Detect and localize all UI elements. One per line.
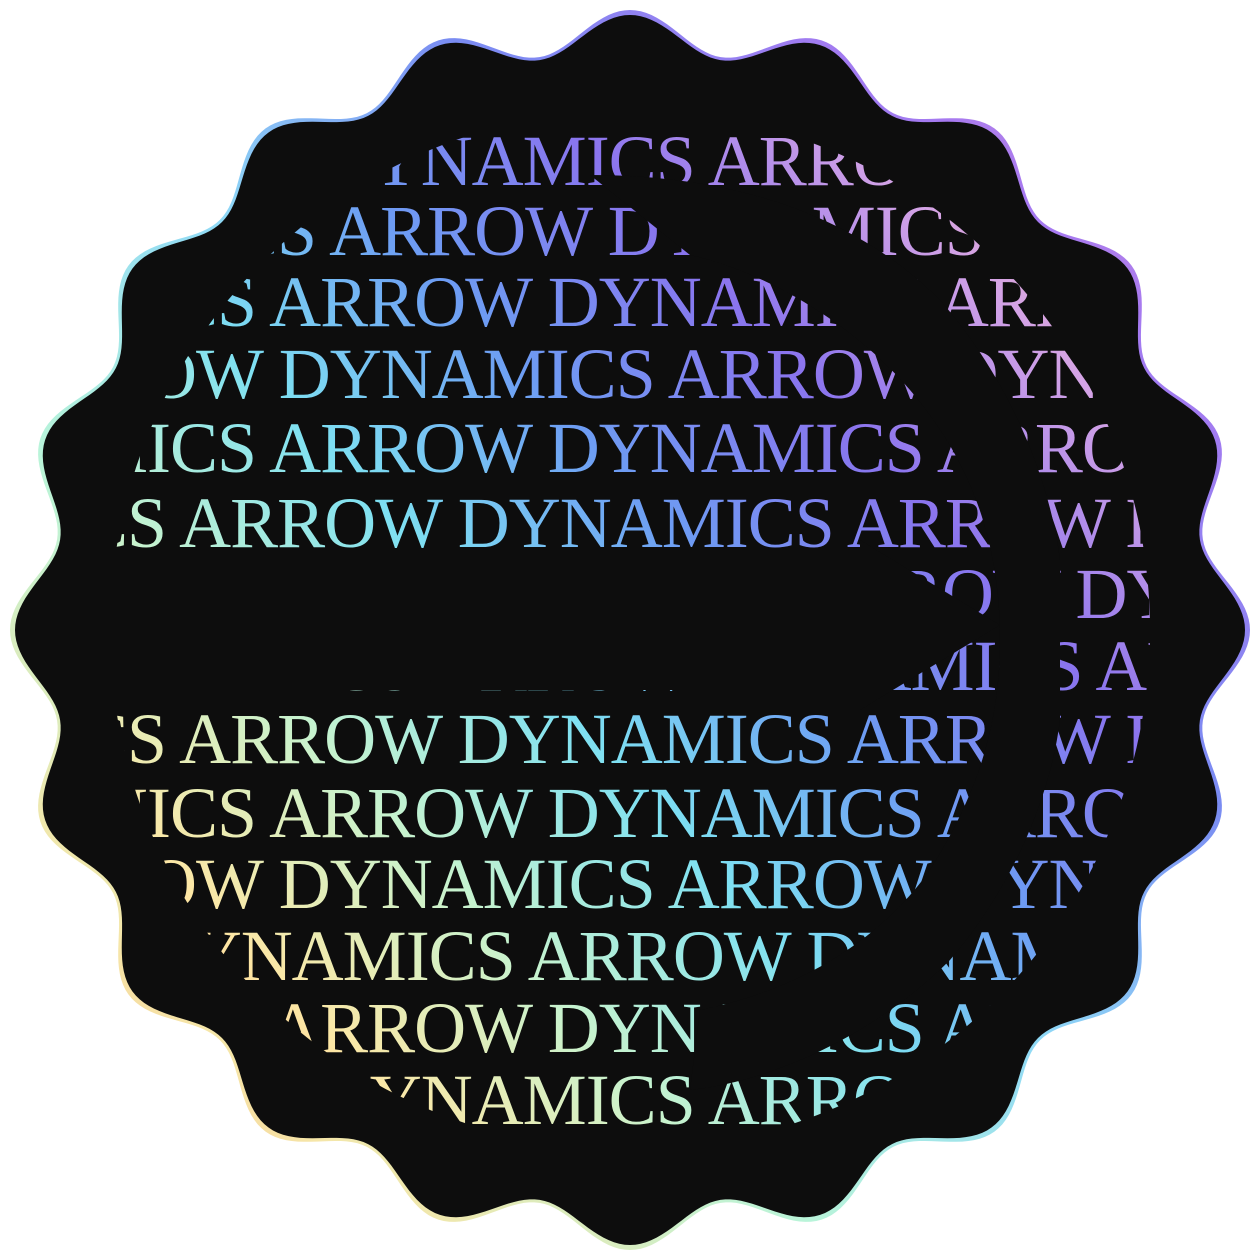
logo-arrow-band-shape <box>110 560 860 690</box>
logo-crescent-shape <box>590 175 1060 1090</box>
arrow-dynamics-text-row: ARROW DYNAMICS ARROW DYNAMICS ARROW DYNA… <box>0 916 1260 996</box>
arrow-dynamics-text-row: DYNAMICS ARROW DYNAMICS ARROW DYNAMICS A… <box>0 773 1260 853</box>
arrow-dynamics-text-row: DYNAMICS ARROW DYNAMICS ARROW DYNAMICS A… <box>0 699 1260 779</box>
arrow-dynamics-text-row: ARROW DYNAMICS ARROW DYNAMICS ARROW DYNA… <box>40 1060 1260 1140</box>
arrow-dynamics-text-row: DYNAMICS ARROW DYNAMICS ARROW DYNAMICS A… <box>0 262 1260 342</box>
arrow-dynamics-text-row: DYNAMICS ARROW DYNAMICS ARROW DYNAMICS A… <box>0 408 1260 488</box>
arrow-dynamics-text-row: DYNAMICS ARROW DYNAMICS ARROW DYNAMICS A… <box>0 483 1260 563</box>
logo-arrow-head-shape <box>860 540 1000 710</box>
